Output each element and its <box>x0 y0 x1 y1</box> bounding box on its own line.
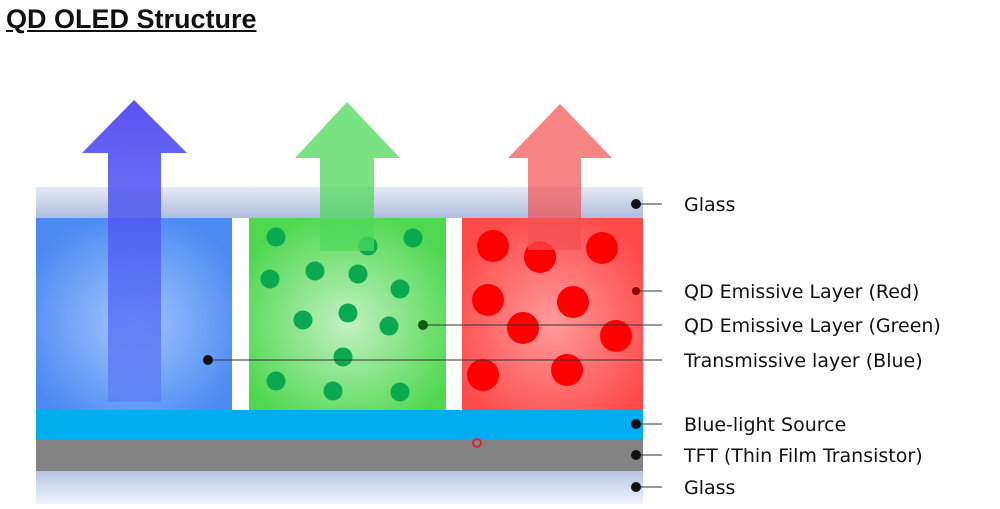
red-quantum-dot <box>477 230 509 262</box>
label-transmissive-blue: Transmissive layer (Blue) <box>683 350 923 372</box>
label-tft: TFT (Thin Film Transistor) <box>683 445 923 467</box>
tft-pointer-dot <box>631 450 641 460</box>
tft-layer <box>36 439 643 471</box>
label-qd-red: QD Emissive Layer (Red) <box>684 281 919 303</box>
label-glass-top: Glass <box>684 194 735 216</box>
green-quantum-dot <box>333 347 353 367</box>
green-quantum-dot <box>390 279 410 299</box>
label-blue-light-source: Blue-light Source <box>684 414 846 436</box>
glass-top-pointer-dot <box>631 199 641 209</box>
red-quantum-dot <box>507 312 539 344</box>
red-quantum-dot <box>551 354 583 386</box>
red-quantum-dot <box>472 284 504 316</box>
blue-source-pointer-dot <box>631 419 641 429</box>
green-quantum-dot <box>403 228 423 248</box>
diagram-title: QD OLED Structure <box>6 4 257 34</box>
green-pointer-dot <box>418 320 428 330</box>
green-quantum-dot <box>390 382 410 402</box>
label-qd-green: QD Emissive Layer (Green) <box>684 315 941 337</box>
red-quantum-dot <box>600 320 632 352</box>
red-quantum-dot <box>557 286 589 318</box>
tft-marker-icon <box>472 438 482 448</box>
green-quantum-dot <box>266 371 286 391</box>
green-quantum-dot <box>260 269 280 289</box>
red-quantum-dot <box>467 359 499 391</box>
glass-bottom-pointer-dot <box>631 482 641 492</box>
green-quantum-dot <box>379 316 399 336</box>
red-light-arrow <box>508 104 612 250</box>
green-quantum-dot <box>266 227 286 247</box>
green-quantum-dot <box>348 264 368 284</box>
red-quantum-dot <box>586 232 618 264</box>
blue-light-arrow <box>82 100 187 402</box>
green-quantum-dot <box>323 381 343 401</box>
red-pointer-dot <box>632 287 640 295</box>
glass-bottom-layer <box>36 471 643 504</box>
blue-light-source-layer <box>36 410 643 439</box>
green-quantum-dot <box>305 261 325 281</box>
green-quantum-dot <box>338 303 358 323</box>
green-light-arrow <box>295 102 400 251</box>
green-quantum-dot <box>293 310 313 330</box>
leader-lines <box>208 203 662 488</box>
label-glass-bottom: Glass <box>684 477 735 499</box>
blue-pointer-dot <box>203 355 213 365</box>
